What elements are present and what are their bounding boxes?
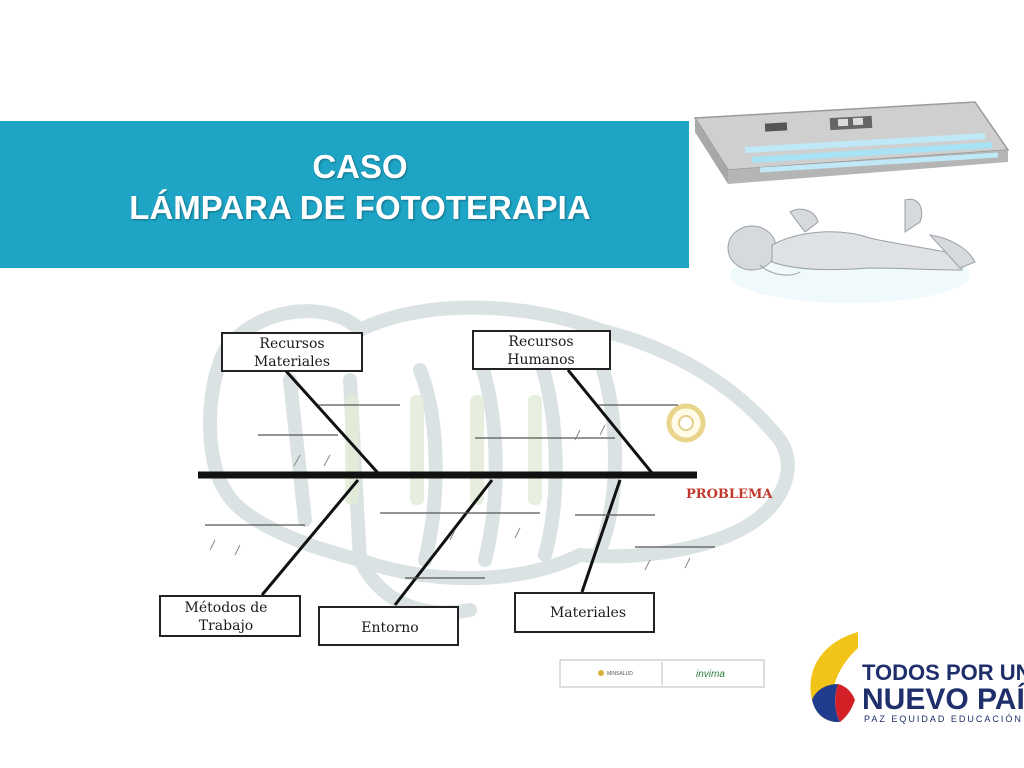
- logo-line-2: NUEVO PAÍS: [862, 682, 1024, 716]
- title-band: [0, 121, 689, 268]
- strip-invima-label: invima: [696, 669, 725, 680]
- box-entorno-label: Entorno: [361, 620, 418, 636]
- box-recursos-humanos-line-2: Humanos: [507, 352, 574, 368]
- box-recursos-materiales-line-2: Materiales: [254, 354, 330, 370]
- slide-title: CASO LÁMPARA DE FOTOTERAPIA: [0, 146, 720, 228]
- box-entorno: Entorno: [318, 606, 459, 646]
- institution-strip: MINSALUD invima: [559, 659, 765, 688]
- logo-line-1: TODOS POR UN: [862, 660, 1024, 685]
- fishbone-lines: [198, 369, 697, 606]
- box-materiales-label: Materiales: [550, 605, 626, 621]
- bone-materiales: [580, 479, 622, 593]
- bone-entorno: [393, 479, 494, 606]
- baby-figure: [727, 198, 976, 276]
- bone-recursos-materiales: [284, 369, 380, 475]
- box-recursos-humanos-line-1: Recursos: [508, 334, 573, 350]
- minsalud-seal-icon: [598, 670, 604, 676]
- fishbone-sub-lines: [205, 404, 715, 579]
- problem-label: PROBLEMA: [686, 487, 773, 502]
- logo-line-3: PAZ EQUIDAD EDUCACIÓN: [864, 714, 1023, 724]
- fishbone-ticks: [209, 424, 691, 571]
- box-metodos-trabajo-line-1: Métodos de: [185, 600, 268, 616]
- box-metodos-trabajo-line-2: Trabajo: [199, 618, 253, 634]
- phototherapy-lamp-illustration: [693, 101, 1010, 303]
- bone-metodos: [260, 479, 360, 596]
- strip-minsalud-label: MINSALUD: [607, 671, 633, 677]
- box-recursos-humanos: Recursos Humanos: [472, 330, 611, 370]
- box-recursos-materiales-line-1: Recursos: [259, 336, 324, 352]
- title-line-1: CASO: [312, 148, 408, 185]
- fish-stripes: [345, 395, 542, 505]
- box-recursos-materiales: Recursos Materiales: [221, 332, 363, 372]
- box-metodos-trabajo: Métodos de Trabajo: [159, 595, 301, 637]
- bone-recursos-humanos: [566, 369, 654, 474]
- todos-por-un-nuevo-pais-logo: TODOS POR UN NUEVO PAÍS PAZ EQUIDAD EDUC…: [810, 632, 1024, 724]
- colombia-flag-swoosh-icon: [810, 632, 858, 722]
- title-line-2: LÁMPARA DE FOTOTERAPIA: [129, 189, 591, 226]
- box-materiales: Materiales: [514, 592, 655, 633]
- fish-eye: [666, 403, 706, 443]
